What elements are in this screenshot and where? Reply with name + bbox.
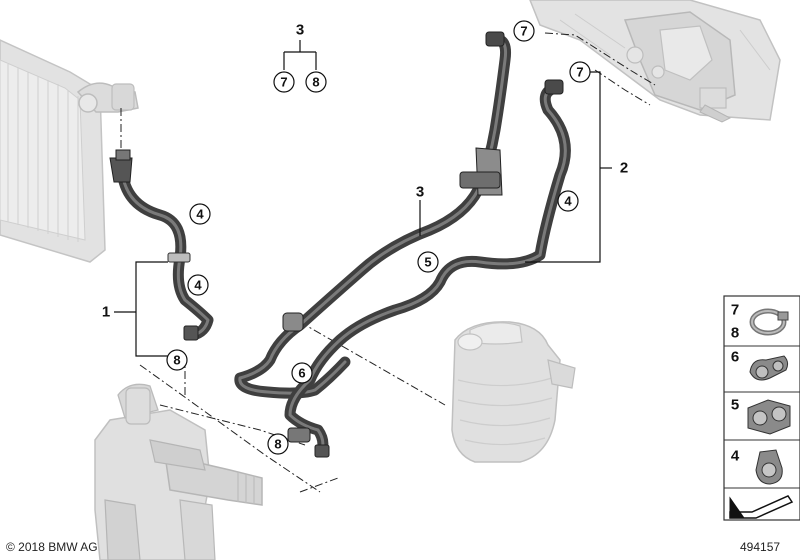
callout-label: 8 xyxy=(274,437,281,452)
callout-label: 6 xyxy=(298,366,305,381)
clamp-on-hose-1 xyxy=(167,252,191,263)
group-label-3: 3 xyxy=(416,184,424,201)
legend-panel: 7 8 6 5 4 xyxy=(723,295,800,521)
callout-label: 7 xyxy=(280,75,287,90)
hose-connectors xyxy=(282,31,564,458)
direction-arrow-icon xyxy=(729,495,794,519)
legend-row-clip-5[interactable]: 5 xyxy=(731,397,791,435)
hose-1-end-fitting xyxy=(183,325,199,341)
legend-row-clip-4[interactable]: 4 xyxy=(731,448,783,485)
radiator-ghost xyxy=(0,39,139,263)
single-clip-icon xyxy=(755,449,783,485)
callout-8-top-right[interactable]: 8 xyxy=(305,71,327,93)
callout-4-left-upper[interactable]: 4 xyxy=(189,203,211,225)
callouts: 7 8 7 7 4 4 4 5 xyxy=(166,20,591,455)
diagram-number: 494157 xyxy=(740,540,781,554)
callout-6[interactable]: 6 xyxy=(291,362,313,384)
callout-7-lower[interactable]: 7 xyxy=(569,61,591,83)
expansion-tank-ghost xyxy=(451,321,576,463)
legend-row-clamp-7-8[interactable]: 7 8 xyxy=(731,302,789,342)
hose-group-3 xyxy=(234,34,511,399)
group-label-2: 2 xyxy=(620,160,628,177)
legend-number: 4 xyxy=(731,448,740,465)
spring-clamp-icon xyxy=(749,308,789,336)
callout-5[interactable]: 5 xyxy=(417,251,439,273)
bracket-group-1 xyxy=(114,261,168,357)
hose-clip-icon xyxy=(749,355,789,381)
callout-label: 7 xyxy=(520,24,527,39)
callout-label: 4 xyxy=(196,207,204,222)
callout-label: 4 xyxy=(194,278,202,293)
callout-8-left[interactable]: 8 xyxy=(166,349,188,371)
pump-assembly-ghost xyxy=(94,383,263,560)
copyright-text: © 2018 BMW AG xyxy=(6,540,98,554)
callout-4-left-lower[interactable]: 4 xyxy=(187,274,209,296)
hose-group-1 xyxy=(116,164,214,341)
callout-label: 7 xyxy=(576,65,583,80)
legend-number: 8 xyxy=(731,325,739,342)
legend-number: 6 xyxy=(731,349,739,366)
callout-label: 8 xyxy=(173,353,180,368)
legend-row-arrow[interactable] xyxy=(729,495,794,519)
callout-label: 8 xyxy=(312,75,319,90)
callout-8-bottom[interactable]: 8 xyxy=(267,433,289,455)
callout-4-right[interactable]: 4 xyxy=(557,190,579,212)
hose-group-2 xyxy=(284,82,571,456)
hose-connector-top-left xyxy=(109,149,133,183)
group-label-1: 1 xyxy=(102,304,110,321)
heater-unit-ghost xyxy=(529,0,781,123)
callout-7-upper[interactable]: 7 xyxy=(513,20,535,42)
bracket-group-2 xyxy=(525,71,612,263)
bracket-group-3-top xyxy=(283,40,317,70)
legend-number: 7 xyxy=(731,302,739,319)
legend-number: 5 xyxy=(731,397,739,414)
callout-7-top-left[interactable]: 7 xyxy=(273,71,295,93)
legend-row-clip-6[interactable]: 6 xyxy=(731,349,789,381)
callout-label: 4 xyxy=(564,194,572,209)
double-clip-icon xyxy=(747,399,791,435)
callout-label: 5 xyxy=(424,255,431,270)
group-label-3-top: 3 xyxy=(296,22,304,39)
